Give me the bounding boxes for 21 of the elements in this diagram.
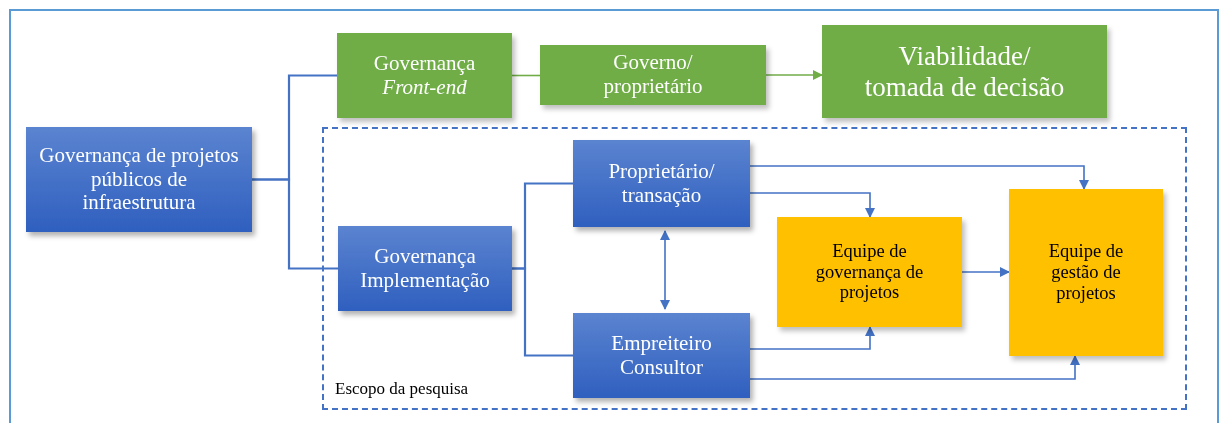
process-box: Governo/ proprietário — [540, 45, 766, 105]
process-box: Proprietário/ transação — [573, 140, 750, 227]
arrow — [660, 230, 670, 310]
team-box: Equipe de governança de projetos — [777, 217, 962, 327]
process-box: Governança Implementação — [338, 226, 512, 311]
process-box: Viabilidade/ tomada de decisão — [822, 25, 1107, 118]
arrow — [961, 267, 1010, 277]
process-box: Governança Front-end — [337, 33, 512, 118]
team-box: Equipe de gestão de projetos — [1009, 189, 1163, 356]
arrow — [749, 326, 875, 350]
arrow — [749, 355, 1080, 380]
scope-label: Escopo da pesquisa — [335, 378, 469, 398]
connector-line — [252, 178, 338, 270]
arrow — [765, 70, 823, 80]
connector-line — [512, 267, 573, 357]
process-box: Empreiteiro Consultor — [573, 313, 750, 398]
process-box: Governança de projetos públicos de infraestrutura — [26, 127, 252, 232]
connector-line — [511, 74, 541, 77]
arrow — [749, 192, 875, 218]
arrow — [749, 165, 1089, 190]
scope-boundary — [322, 127, 1187, 410]
